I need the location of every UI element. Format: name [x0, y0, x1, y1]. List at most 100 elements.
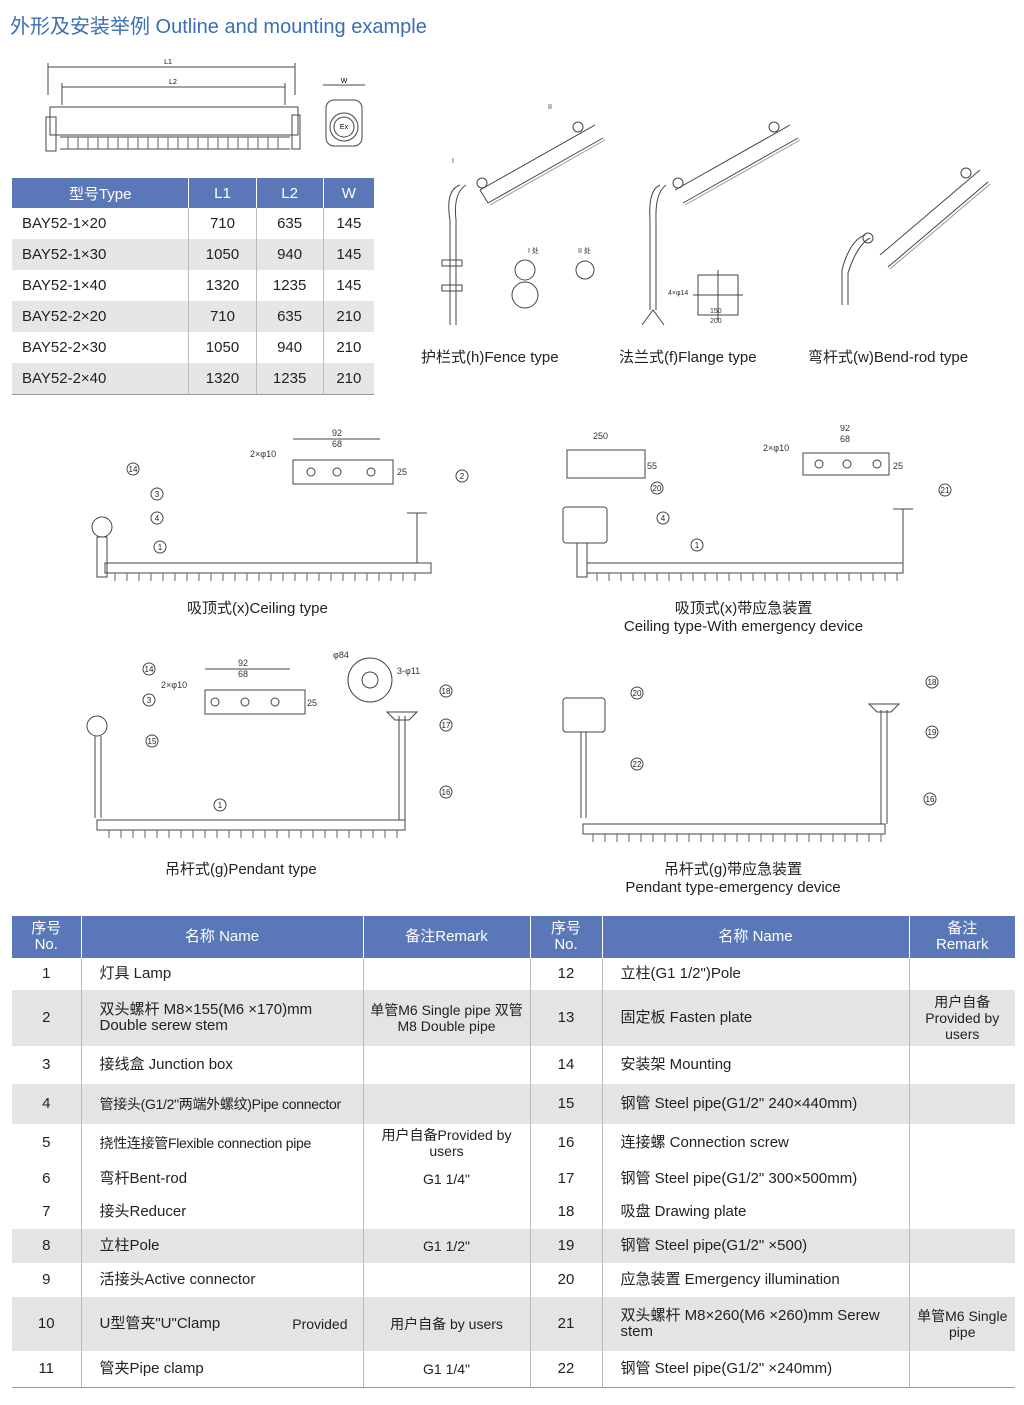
cell-type: BAY52-2×40 — [12, 363, 190, 395]
cell-no: 14 — [530, 1046, 603, 1084]
ex-mark: Ex — [340, 124, 349, 131]
cell-name: 立柱(G1 1/2")Pole — [602, 958, 910, 990]
cell-name: 管夹Pipe clamp — [81, 1351, 364, 1388]
cell-remark — [909, 1351, 1015, 1388]
dim-holes: 2×φ10 — [763, 443, 789, 453]
table-row: 2 双头螺杆 M8×155(M6 ×170)mm Double serew st… — [12, 990, 1015, 1046]
cell-no: 8 — [12, 1229, 82, 1263]
cell-no: 20 — [530, 1263, 603, 1297]
cell-remark — [909, 1195, 1015, 1229]
cell-type: BAY52-1×40 — [12, 270, 190, 301]
caption-ceiling: 吸顶式(x)Ceiling type — [187, 600, 328, 617]
cell-w: 210 — [323, 301, 374, 332]
cell-remark — [909, 1084, 1015, 1124]
caption-pendant-emergency-en: Pendant type-emergency device — [625, 879, 841, 896]
mark-ii: II — [548, 104, 552, 111]
dim-phi84: φ84 — [333, 650, 349, 660]
cell-no: 9 — [12, 1263, 82, 1297]
cell-remark: 单管M6 Single pipe 双管M8 Double pipe — [363, 990, 531, 1046]
cell-remark — [909, 1046, 1015, 1084]
cell-remark — [363, 1263, 531, 1297]
cell-no: 17 — [530, 1162, 603, 1195]
label-l2: L2 — [169, 79, 177, 86]
dims-header-l1: L1 — [188, 178, 257, 208]
cell-no: 6 — [12, 1162, 82, 1195]
dim-150: 150 — [710, 308, 722, 315]
cell-no: 16 — [530, 1124, 603, 1162]
cell-no: 12 — [530, 958, 603, 990]
cell-remark — [363, 1084, 531, 1124]
cell-l1: 710 — [188, 208, 257, 239]
caption-ceiling-emergency: 吸顶式(x)带应急装置 Ceiling type-With emergency … — [611, 597, 876, 635]
cell-name: 活接头Active connector — [81, 1263, 364, 1297]
dim-92: 92 — [840, 425, 850, 433]
caption-fence: 护栏式(h)Fence type — [421, 349, 559, 366]
caption-ceiling-emergency-en: Ceiling type-With emergency device — [623, 618, 864, 635]
dim-25: 25 — [307, 698, 317, 708]
table-row: 8 立柱Pole G1 1/2" 19 钢管 Steel pipe(G1/2" … — [12, 1229, 1015, 1263]
dim-holes: 2×φ10 — [161, 680, 187, 690]
cell-w: 145 — [323, 239, 374, 270]
cell-remark — [363, 958, 531, 990]
dim-25: 25 — [397, 467, 407, 477]
cell-l1: 1050 — [188, 239, 257, 270]
cell-type: BAY52-2×20 — [12, 301, 190, 332]
cell-no: 11 — [12, 1351, 82, 1388]
dim-holes4: 4×φ14 — [668, 290, 688, 297]
page-title: 外形及安装举例 Outline and mounting example — [10, 16, 427, 38]
caption-pendant: 吊杆式(g)Pendant type — [165, 861, 317, 878]
pendant-diagrams: 92 68 2×φ10 25 φ84 3-φ11 — [86, 650, 901, 842]
cell-l2: 635 — [256, 301, 324, 332]
cell-name: 吸盘 Drawing plate — [602, 1195, 910, 1229]
cell-no: 3 — [12, 1046, 82, 1084]
cell-remark: G1 1/2" — [363, 1229, 531, 1263]
dim-25: 25 — [893, 461, 903, 471]
table-row: 11 管夹Pipe clamp G1 1/4" 22 钢管 Steel pipe… — [12, 1351, 1015, 1388]
cell-no: 22 — [530, 1351, 603, 1388]
cell-remark: 用户自备 Provided by users — [909, 990, 1015, 1046]
cell-name: 钢管 Steel pipe(G1/2" ×500) — [602, 1229, 910, 1263]
caption-flange: 法兰式(f)Flange type — [619, 349, 757, 366]
cell-l2: 1235 — [256, 270, 324, 301]
table-row: 9 活接头Active connector 20 应急装置 Emergency … — [12, 1263, 1015, 1297]
cell-name: 连接螺 Connection screw — [602, 1124, 910, 1162]
cell-w: 210 — [336, 339, 362, 356]
cell-remark: 单管M6 Single pipe — [909, 1297, 1015, 1351]
dim-holes: 2×φ10 — [250, 449, 276, 459]
caption-pendant-emergency-cn: 吊杆式(g)带应急装置 — [663, 861, 803, 878]
dim-92: 92 — [238, 658, 248, 668]
cell-l2: 635 — [256, 208, 324, 239]
cell-type: BAY52-1×30 — [12, 239, 190, 270]
cell-name: 挠性连接管Flexible connection pipe — [81, 1124, 364, 1162]
cell-type: BAY52-2×30 — [12, 332, 190, 363]
dims-header-type: 型号Type — [12, 178, 190, 208]
cell-l1: 1320 — [188, 270, 257, 301]
cell-no: 5 — [12, 1124, 82, 1162]
caption-ceiling-emergency-cn: 吸顶式(x)带应急装置 — [674, 600, 813, 617]
cell-no: 18 — [530, 1195, 603, 1229]
cell-l2: 1235 — [256, 363, 324, 395]
cell-l2: 940 — [256, 239, 324, 270]
dims-header-w: W — [323, 178, 374, 208]
outline-drawing: L1 L2 W Ex — [45, 59, 365, 152]
cell-no: 2 — [12, 990, 82, 1046]
cell-name: 安装架 Mounting — [602, 1046, 910, 1084]
dims-header-row: 型号Type L1 L2 W — [12, 178, 374, 208]
cell-l1: 1320 — [188, 363, 257, 395]
label-l1: L1 — [164, 59, 172, 66]
cell-no: 21 — [530, 1297, 603, 1351]
cell-remark — [909, 1124, 1015, 1162]
cell-no: 7 — [12, 1195, 82, 1229]
caption-pendant-emergency: 吊杆式(g)带应急装置 Pendant type-emergency devic… — [613, 858, 853, 896]
cell-no: 13 — [530, 990, 603, 1046]
cell-remark: 用户自备 by users — [363, 1297, 531, 1351]
cell-w: 145 — [336, 277, 362, 294]
